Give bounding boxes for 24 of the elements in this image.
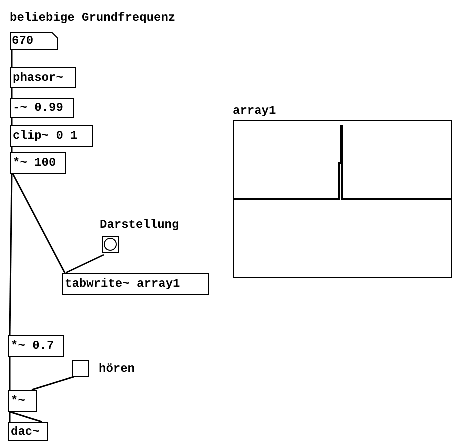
object-box: tabwrite~ array1	[62, 273, 209, 295]
object-box: *~	[8, 390, 37, 412]
object-box: *~ 0.7	[8, 335, 64, 357]
patch-cord	[9, 174, 13, 335]
object-box: -~ 0.99	[10, 98, 74, 118]
patch-cord	[11, 88, 13, 98]
patch-cord	[9, 412, 11, 422]
patch-cord	[11, 50, 13, 67]
number-box: 670	[10, 32, 58, 50]
patch-cord	[11, 118, 13, 125]
patch-cord	[32, 376, 74, 391]
comment-label: Darstellung	[100, 219, 180, 231]
graph-title: array1	[233, 105, 276, 117]
comment-label: beliebige Grundfrequenz	[10, 12, 176, 24]
patch-cord	[12, 174, 66, 274]
patch-cord	[11, 147, 13, 152]
patch-cord	[9, 357, 11, 390]
object-box: dac~	[8, 422, 48, 441]
object-box: clip~ 0 1	[10, 125, 93, 147]
comment-label: hören	[99, 362, 136, 374]
patch-cord	[66, 254, 104, 274]
object-box: *~ 100	[10, 152, 66, 174]
object-box: phasor~	[10, 67, 76, 88]
patch-cord	[10, 411, 42, 423]
